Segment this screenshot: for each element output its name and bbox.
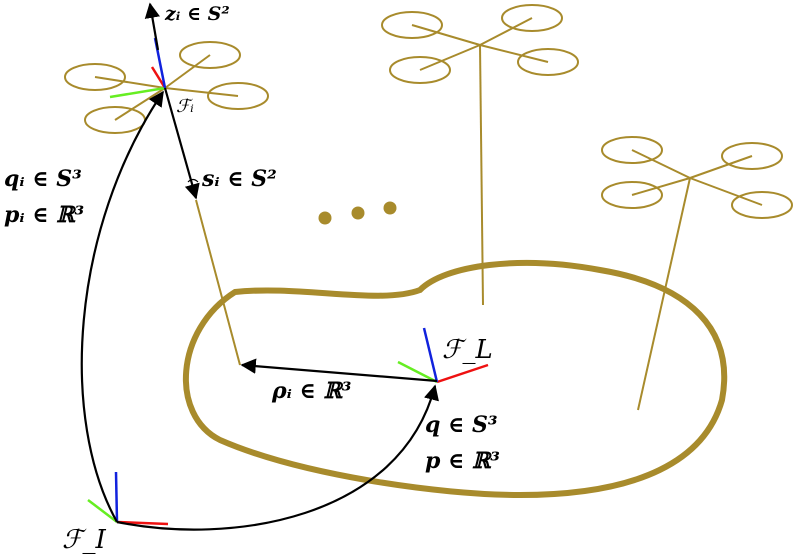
label-q: q ∈ S³ — [425, 412, 498, 438]
label-q-i: qᵢ ∈ S³ — [4, 166, 82, 192]
frame-I-axes — [87, 471, 169, 526]
z-i-arrow — [144, 2, 160, 51]
label-frame-L: ℱ_L — [442, 335, 493, 365]
cable-drone-2 — [479, 44, 484, 306]
label-frame-I: ℱ_I — [62, 525, 106, 554]
payload-outline — [182, 260, 728, 499]
rho-i-arrow — [240, 358, 438, 383]
drone-2 — [381, 4, 579, 84]
pose-i-arrow — [80, 90, 164, 523]
pose-payload-arrow — [116, 384, 439, 531]
drone-i — [64, 41, 269, 134]
cable-drone-i — [195, 199, 241, 366]
label-p: p ∈ ℝ³ — [425, 448, 500, 474]
s-i-tilde — [187, 178, 199, 183]
frame-l-axes — [397, 327, 489, 384]
cable-drone-3 — [637, 177, 691, 411]
label-z-i: zᵢ ∈ S² — [164, 3, 230, 25]
label-rho-i: ρᵢ ∈ ℝ³ — [271, 378, 352, 404]
label-p-i: pᵢ ∈ ℝ³ — [4, 202, 85, 228]
label-frame-i: ℱᵢ — [176, 96, 194, 117]
ellipsis-dots — [318, 201, 397, 225]
label-s-i: sᵢ ∈ S² — [201, 166, 277, 192]
drone-3 — [601, 136, 793, 219]
